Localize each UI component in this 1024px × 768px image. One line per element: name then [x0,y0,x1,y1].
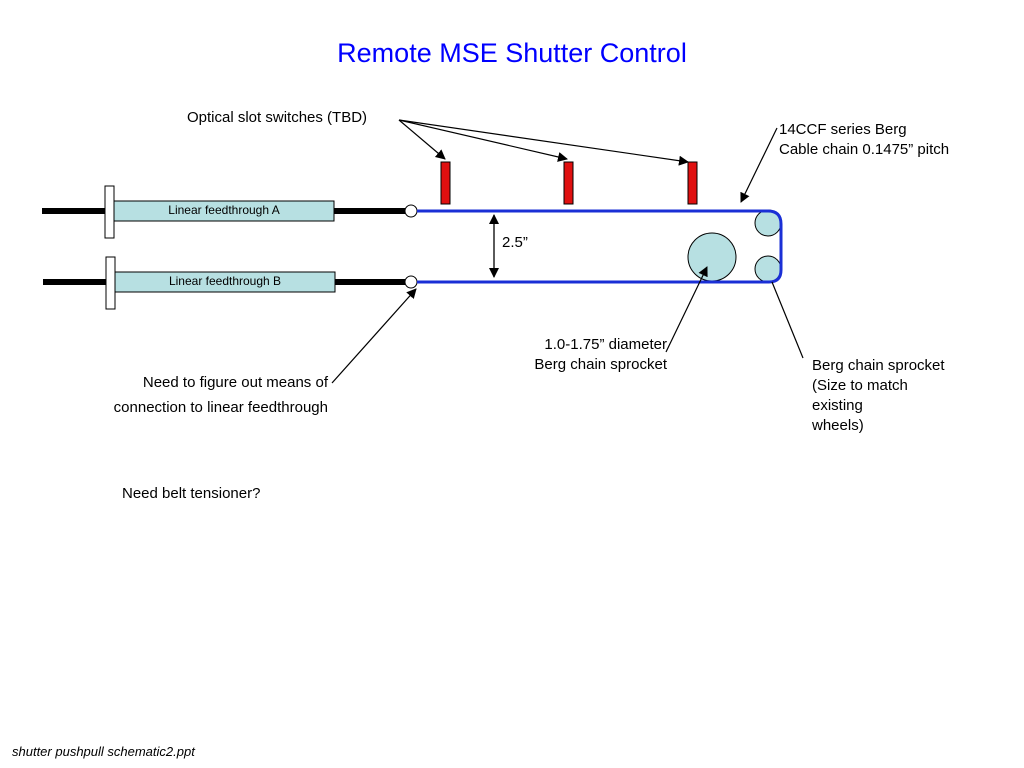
idler-sprocket-label-line-3: existing [812,397,863,414]
footer-filename: shutter pushpull schematic2.ppt [12,744,195,759]
optical-switch-2 [563,161,574,205]
flange-b [105,256,116,310]
page-title: Remote MSE Shutter Control [337,38,687,68]
connection-note-line-1: Need to figure out means of [142,374,328,391]
idler-sprocket-label: Berg chain sprocket (Size to match exist… [812,356,945,436]
idler-sprocket-label-line-4: wheels) [812,417,864,434]
flange-a [104,185,115,239]
cable-chain [417,209,783,284]
drive-sprocket [687,232,737,282]
drive-sprocket-label-line-1: 1.0-1.75” diameter [544,336,667,353]
optical-switch-3 [687,161,698,205]
drive-sprocket-label: 1.0-1.75” diameter Berg chain sprocket [500,335,667,375]
feedthrough-a-label: Linear feedthrough A [168,203,280,217]
spacing-label: 2.5” [502,234,528,251]
optical-switches-label: Optical slot switches (TBD) [187,109,368,126]
tensioner-note: Need belt tensioner? [122,485,261,502]
switch-pointer-1 [398,119,446,160]
cable-chain-label-line-1: 14CCF series Berg [779,121,907,138]
connection-note-line-2: connection to linear feedthrough [113,399,328,416]
idler-sprocket-label-line-1: Berg chain sprocket [812,357,945,374]
idler-sprocket-label-line-2: (Size to match [812,377,908,394]
feedthrough-b-label: Linear feedthrough B [168,274,282,288]
optical-switch-1 [440,161,451,205]
chain-pointer [740,127,778,203]
cable-chain-label-line-2: Cable chain 0.1475” pitch [779,141,950,158]
cable-chain-label: 14CCF series Berg Cable chain 0.1475” pi… [779,120,949,160]
connection-pointer [331,288,417,384]
connector-a [404,204,418,218]
drive-sprocket-pointer [665,266,708,353]
idler-sprocket-pointer [771,281,804,359]
connector-b [404,275,418,289]
switch-pointer-3 [398,119,689,166]
drive-sprocket-label-line-2: Berg chain sprocket [534,356,667,373]
connection-note: Need to figure out means of connection t… [60,370,328,420]
switch-pointer-2 [398,119,568,162]
